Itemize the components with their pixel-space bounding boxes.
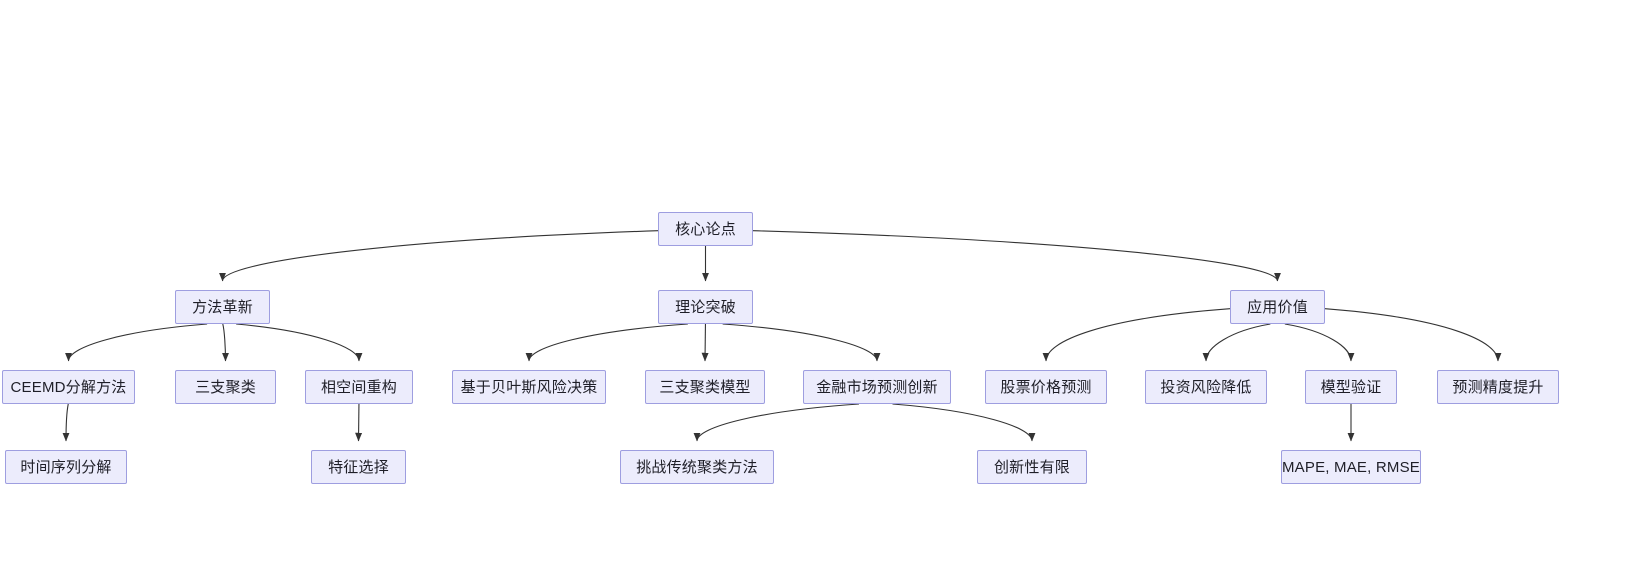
node-tsdecomp[interactable]: 时间序列分解 bbox=[5, 450, 127, 484]
node-label: CEEMD分解方法 bbox=[10, 378, 127, 396]
node-label: 方法革新 bbox=[192, 298, 253, 316]
node-label: 应用价值 bbox=[1247, 298, 1308, 316]
node-challenge[interactable]: 挑战传统聚类方法 bbox=[620, 450, 774, 484]
node-label: 金融市场预测创新 bbox=[816, 378, 938, 396]
edge-finance-to-limited bbox=[892, 403, 1036, 442]
node-threeway[interactable]: 三支聚类 bbox=[175, 370, 276, 404]
node-twmodel[interactable]: 三支聚类模型 bbox=[645, 370, 765, 404]
node-label: 三支聚类 bbox=[195, 378, 256, 396]
edge-application-to-risk bbox=[1202, 323, 1271, 362]
node-application[interactable]: 应用价值 bbox=[1230, 290, 1325, 324]
node-stock[interactable]: 股票价格预测 bbox=[985, 370, 1107, 404]
edge-core-to-method bbox=[219, 230, 659, 282]
node-label: 时间序列分解 bbox=[20, 458, 112, 476]
node-label: 三支聚类模型 bbox=[659, 378, 751, 396]
node-metrics[interactable]: MAPE, MAE, RMSE bbox=[1281, 450, 1421, 484]
node-label: 特征选择 bbox=[328, 458, 389, 476]
node-label: 投资风险降低 bbox=[1160, 378, 1252, 396]
node-bayes[interactable]: 基于贝叶斯风险决策 bbox=[452, 370, 606, 404]
node-label: 理论突破 bbox=[675, 298, 736, 316]
node-method[interactable]: 方法革新 bbox=[175, 290, 270, 324]
node-label: 创新性有限 bbox=[993, 458, 1070, 476]
node-label: 股票价格预测 bbox=[1000, 378, 1092, 396]
edge-theory-to-finance bbox=[722, 323, 881, 362]
node-finance[interactable]: 金融市场预测创新 bbox=[803, 370, 951, 404]
node-validate[interactable]: 模型验证 bbox=[1305, 370, 1397, 404]
node-label: 相空间重构 bbox=[320, 378, 397, 396]
node-core[interactable]: 核心论点 bbox=[658, 212, 753, 246]
node-theory[interactable]: 理论突破 bbox=[658, 290, 753, 324]
node-feature[interactable]: 特征选择 bbox=[311, 450, 406, 484]
node-risk[interactable]: 投资风险降低 bbox=[1145, 370, 1267, 404]
edge-method-to-phase bbox=[236, 323, 363, 362]
node-label: 核心论点 bbox=[675, 220, 736, 238]
edge-application-to-validate bbox=[1284, 323, 1355, 362]
edge-method-to-threeway bbox=[221, 323, 230, 362]
node-label: 挑战传统聚类方法 bbox=[636, 458, 758, 476]
node-label: 预测精度提升 bbox=[1452, 378, 1544, 396]
edge-ceemd-to-tsdecomp bbox=[62, 403, 70, 442]
node-label: 基于贝叶斯风险决策 bbox=[460, 378, 598, 396]
edge-application-to-stock bbox=[1042, 308, 1231, 362]
node-phase[interactable]: 相空间重构 bbox=[305, 370, 413, 404]
node-ceemd[interactable]: CEEMD分解方法 bbox=[2, 370, 135, 404]
node-label: 模型验证 bbox=[1320, 378, 1382, 396]
edge-core-to-application bbox=[752, 230, 1281, 282]
edge-paths bbox=[62, 230, 1502, 442]
edge-theory-to-bayes bbox=[525, 323, 688, 362]
node-accuracy[interactable]: 预测精度提升 bbox=[1437, 370, 1559, 404]
edge-application-to-accuracy bbox=[1324, 308, 1502, 362]
edge-finance-to-challenge bbox=[693, 403, 860, 442]
node-limited[interactable]: 创新性有限 bbox=[977, 450, 1087, 484]
node-label: MAPE, MAE, RMSE bbox=[1281, 458, 1421, 476]
edge-method-to-ceemd bbox=[65, 323, 208, 362]
